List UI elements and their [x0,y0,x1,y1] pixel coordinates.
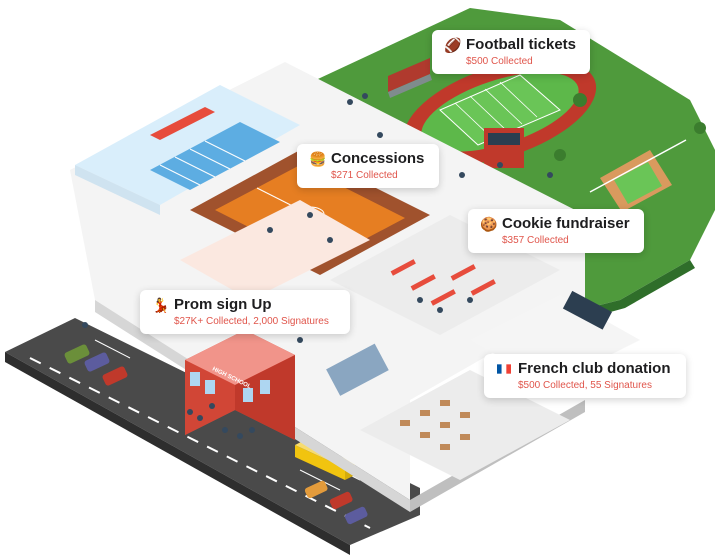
france-flag-svg [497,363,511,374]
card-french-club-donation[interactable]: French club donation $500 Collected, 55 … [484,354,686,398]
card-title: Cookie fundraiser [502,215,630,232]
people [82,93,553,439]
card-title: Football tickets [466,36,577,53]
card-subtitle: $357 Collected [502,235,569,246]
card-prom-sign-up[interactable]: 💃Prom sign Up $27K+ Collected, 2,000 Sig… [140,290,350,334]
football-icon: 🏈 [444,36,462,53]
card-subtitle: $500 Collected, 55 Signatures [518,380,652,391]
card-subtitle: $271 Collected [331,170,398,181]
road-markings [29,357,371,529]
cookie-icon: 🍪 [480,215,498,232]
burger-icon: 🍔 [309,150,327,167]
dancer-icon: 💃 [152,296,170,313]
road-shadow [5,352,350,555]
card-cookie-fundraiser[interactable]: 🍪Cookie fundraiser $357 Collected [468,209,644,253]
card-title: Concessions [331,150,425,167]
hallway [180,200,389,396]
card-football-tickets[interactable]: 🏈Football tickets $500 Collected [432,30,590,74]
baseball-diamond [589,139,687,212]
parked-cars [64,344,368,525]
france-flag-icon [496,361,512,377]
card-subtitle: $27K+ Collected, 2,000 Signatures [174,316,329,327]
card-concessions[interactable]: 🍔Concessions $271 Collected [297,144,439,188]
card-title: French club donation [518,360,671,377]
school-entrance [185,330,295,440]
football-stadium [388,58,597,168]
card-subtitle: $500 Collected [466,56,533,67]
swimming-pool-room [75,85,300,215]
card-title: Prom sign Up [174,296,272,313]
